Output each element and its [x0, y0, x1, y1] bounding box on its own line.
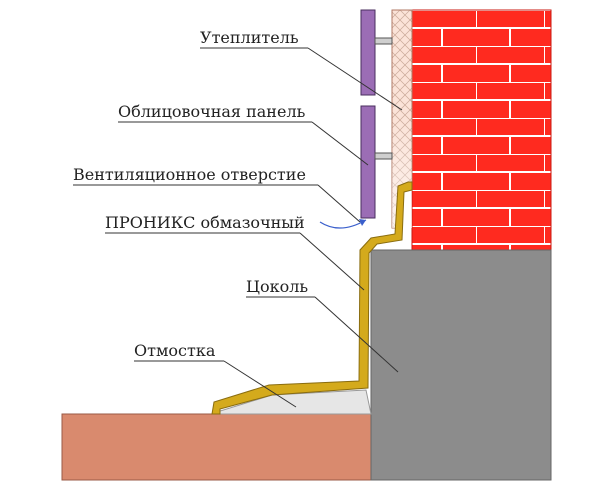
label-plinth: Цоколь	[246, 277, 308, 296]
label-pronix: ПРОНИКС обмазочный	[105, 213, 305, 232]
leader-insulation	[307, 47, 403, 111]
leader-pronix	[299, 232, 365, 291]
label-cladding-panel: Облицовочная панель	[118, 102, 306, 121]
leader-vent-hole	[317, 184, 361, 223]
leader-cladding-panel	[311, 121, 369, 166]
vent-arrow-head	[359, 219, 366, 226]
label-blind-area: Отмостка	[134, 341, 216, 360]
cladding-panel-upper	[360, 9, 376, 96]
panel-bracket-lower	[374, 152, 393, 160]
pronix-coating	[211, 181, 413, 415]
plinth-block	[370, 249, 552, 481]
leader-blind-area	[223, 360, 297, 408]
label-vent-hole: Вентиляционное отверстие	[73, 165, 306, 184]
leader-plinth	[314, 296, 399, 373]
label-insulation: Утеплитель	[200, 28, 299, 47]
brick-wall	[411, 9, 552, 251]
panel-bracket-upper	[374, 37, 393, 45]
cladding-panel-lower	[360, 105, 376, 219]
ground-strip	[61, 413, 379, 481]
